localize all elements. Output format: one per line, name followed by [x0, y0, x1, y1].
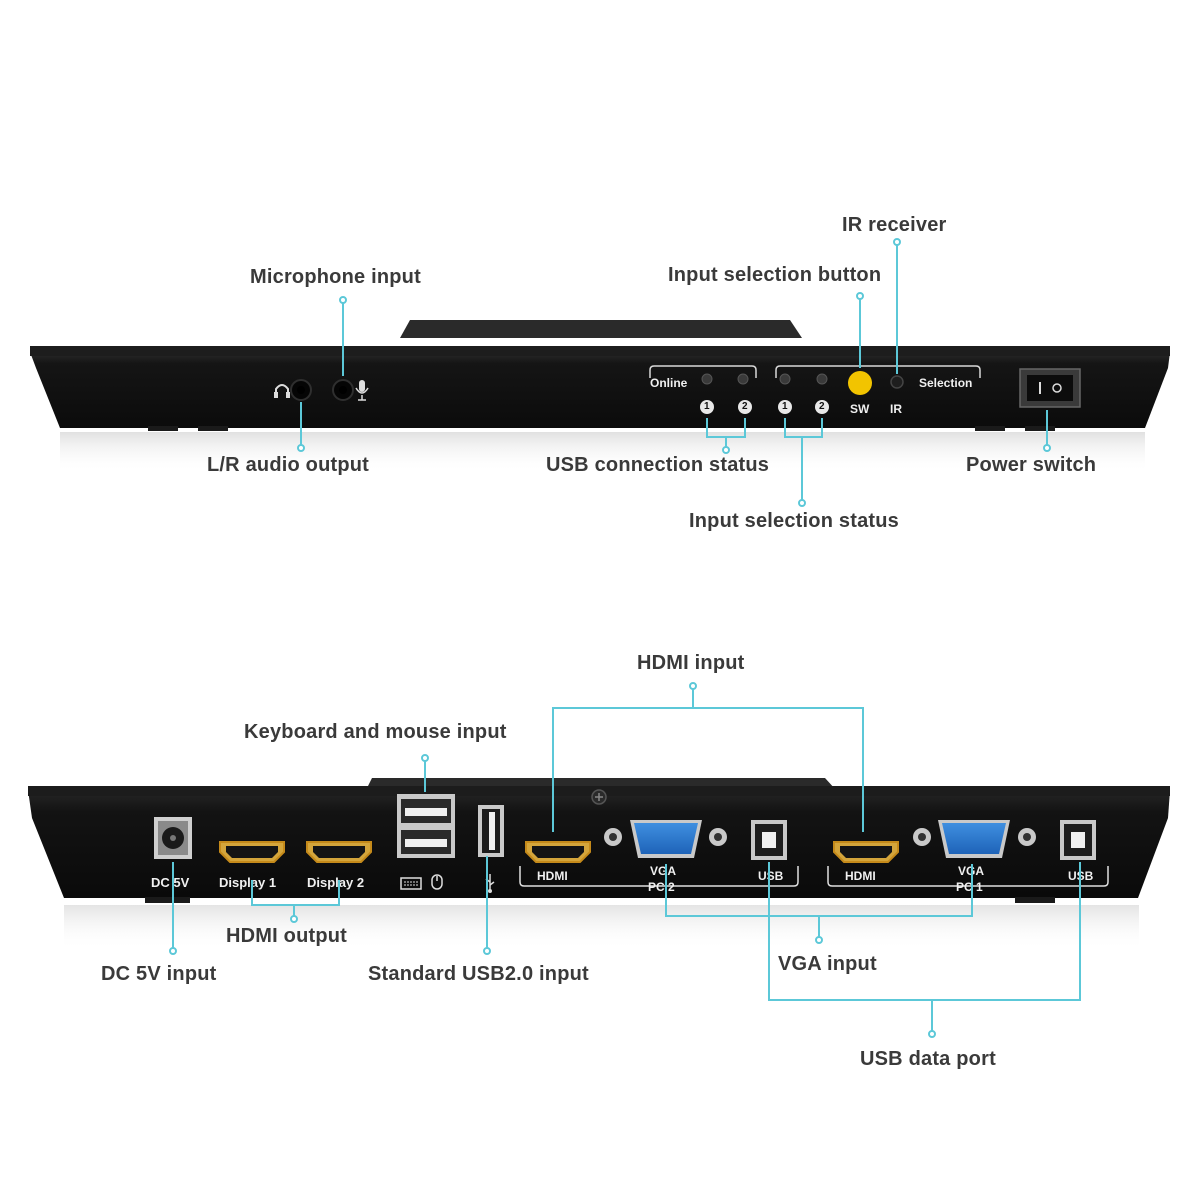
hdmi-pc1-text: HDMI: [845, 869, 876, 883]
usb-status-2-number: 2: [742, 401, 748, 412]
microphone-icon: [355, 380, 369, 401]
pc2-text: PC 2: [648, 880, 675, 894]
label-microphone-input: Microphone input: [250, 266, 421, 288]
headphone-icon: [274, 384, 290, 398]
label-usb-data-port: USB data port: [860, 1048, 996, 1070]
mouse-icon: [431, 874, 443, 890]
label-lr-audio-output: L/R audio output: [207, 454, 370, 476]
selection-status-1-number: 1: [782, 401, 788, 412]
label-keyboard-mouse-input: Keyboard and mouse input: [244, 721, 507, 743]
online-text: Online: [650, 376, 688, 390]
usb-pc2-text: USB: [758, 869, 784, 883]
keyboard-icon: [400, 877, 422, 890]
label-usb-connection-status: USB connection status: [546, 454, 770, 476]
label-vga-input: VGA input: [778, 953, 877, 975]
usb-status-1-number: 1: [704, 401, 710, 412]
label-power-switch: Power switch: [966, 454, 1097, 476]
sw-text: SW: [850, 402, 870, 416]
front-device: Online Selection SW IR 1 2 1 2: [0, 0, 1200, 560]
label-ir-receiver: IR receiver: [842, 214, 947, 236]
selection-status-2-number: 2: [819, 401, 825, 412]
dc5v-text: DC 5V: [151, 875, 190, 890]
label-hdmi-input: HDMI input: [637, 652, 745, 674]
selection-text: Selection: [919, 376, 973, 390]
hdmi-pc2-text: HDMI: [537, 869, 568, 883]
label-input-selection-button: Input selection button: [668, 264, 882, 286]
label-standard-usb-input: Standard USB2.0 input: [368, 963, 589, 985]
front-device-body: [30, 320, 1170, 472]
label-input-selection-status: Input selection status: [689, 510, 899, 532]
label-dc-5v-input: DC 5V input: [101, 963, 217, 985]
display1-text: Display 1: [219, 875, 277, 890]
display2-text: Display 2: [307, 875, 365, 890]
pc1-text: PC 1: [956, 880, 983, 894]
ir-text: IR: [890, 402, 902, 416]
label-hdmi-output: HDMI output: [226, 925, 348, 947]
vga-pc2-text: VGA: [650, 864, 677, 878]
